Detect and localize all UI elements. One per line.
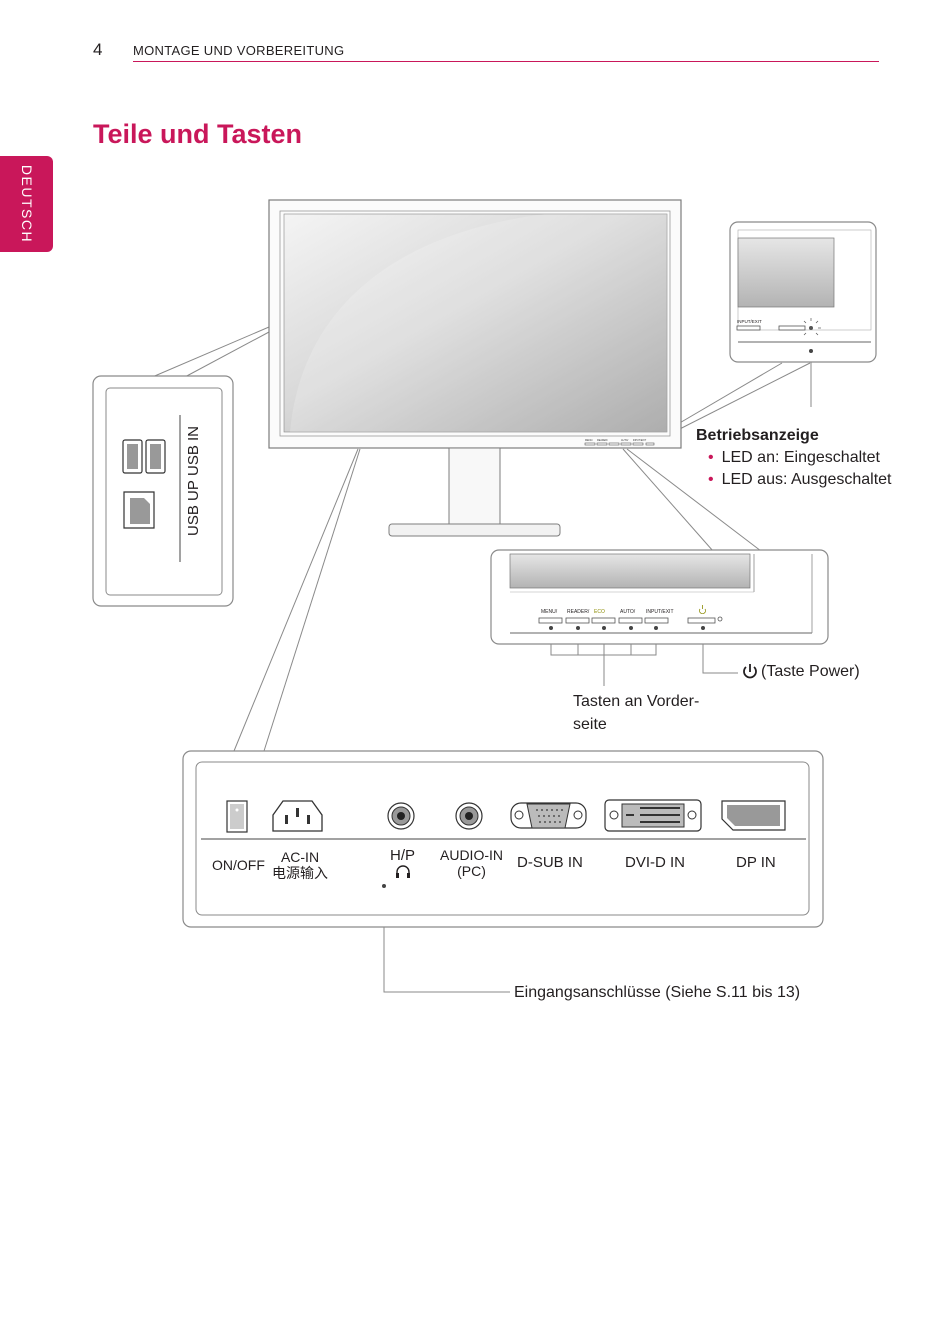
front-buttons-label-line1: Tasten an Vorder- [573,693,700,710]
front-buttons-inset: MENU/ READER/ ECO AUTO/ INPUT/EXIT [490,549,829,645]
power-led-inset [729,221,877,363]
audio-in-label-pc: (PC) [457,863,486,879]
audio-in-label-text: AUDIO-IN [440,847,503,863]
power-button-label-text: (Taste Power) [761,663,860,680]
dp-in-label: DP IN [736,854,776,871]
dsub-port-icon [510,802,587,829]
section-title: Teile und Tasten [93,119,303,149]
dsub-in-label: D-SUB IN [517,854,583,871]
headphone-icon [396,865,410,877]
hp-label: H/P [390,847,416,864]
usb-up-label: USB UP [185,480,202,536]
ac-in-label: AC-IN 电源输入 [272,849,328,881]
monitor-button-legend: MENU/ [585,439,593,442]
dvid-port-icon [604,799,702,832]
ac-in-socket-icon [272,800,323,832]
monitor-front-view [268,199,682,537]
displayport-icon [721,800,786,831]
monitor-button-legend: READER/ [597,439,608,442]
svg-text:MENU/: MENU/ [541,609,558,615]
back-ports-panel [182,750,824,928]
power-led-item-text: LED aus: Ausgeschaltet [721,471,892,488]
audio-in-jack-icon [455,802,483,830]
audio-in-label: AUDIO-IN (PC) [440,847,503,879]
monitor-button-legend: AUTO/ [621,439,629,442]
page-number: 4 [93,40,103,59]
power-icon [743,664,757,679]
power-switch-icon [226,800,248,833]
dvid-in-label: DVI-D IN [625,854,685,871]
usb-b-port-icon [123,491,155,529]
led-inset-input-label: INPUT/EXIT [737,319,762,324]
monitor-button-legend: INPUT/EXIT [633,439,647,442]
power-led-item-text: LED an: Eingeschaltet [721,449,880,466]
power-led-item: • LED an: Eingeschaltet [708,449,880,467]
svg-text:ECO: ECO [594,609,605,615]
power-led-heading: Betriebsanzeige [696,427,819,444]
bullet-icon: • [708,471,714,488]
running-head: MONTAGE UND VORBEREITUNG [133,43,345,58]
svg-text:AUTO/: AUTO/ [620,609,636,615]
power-button-label: (Taste Power) [741,663,860,681]
on-off-label: ON/OFF [212,857,265,873]
usb-in-label: USB IN [185,426,202,476]
power-led-item: • LED aus: Ausgeschaltet [708,471,892,489]
headphone-jack-icon [387,802,415,830]
svg-text:READER/: READER/ [567,609,590,615]
front-buttons-label-line2: seite [573,716,607,733]
bullet-icon: • [708,449,714,466]
header-rule [133,61,879,62]
ac-in-label-cn: 电源输入 [272,865,328,881]
usb-panel [92,375,234,607]
ac-in-label-text: AC-IN [280,849,320,865]
usb-a-port-icon [122,439,166,474]
svg-text:INPUT/EXIT: INPUT/EXIT [646,609,674,615]
language-tab: DEUTSCH [0,156,53,252]
front-buttons-label: Tasten an Vorder- seite [573,690,699,736]
inputs-note: Eingangsanschlüsse (Siehe S.11 bis 13) [514,984,801,1001]
